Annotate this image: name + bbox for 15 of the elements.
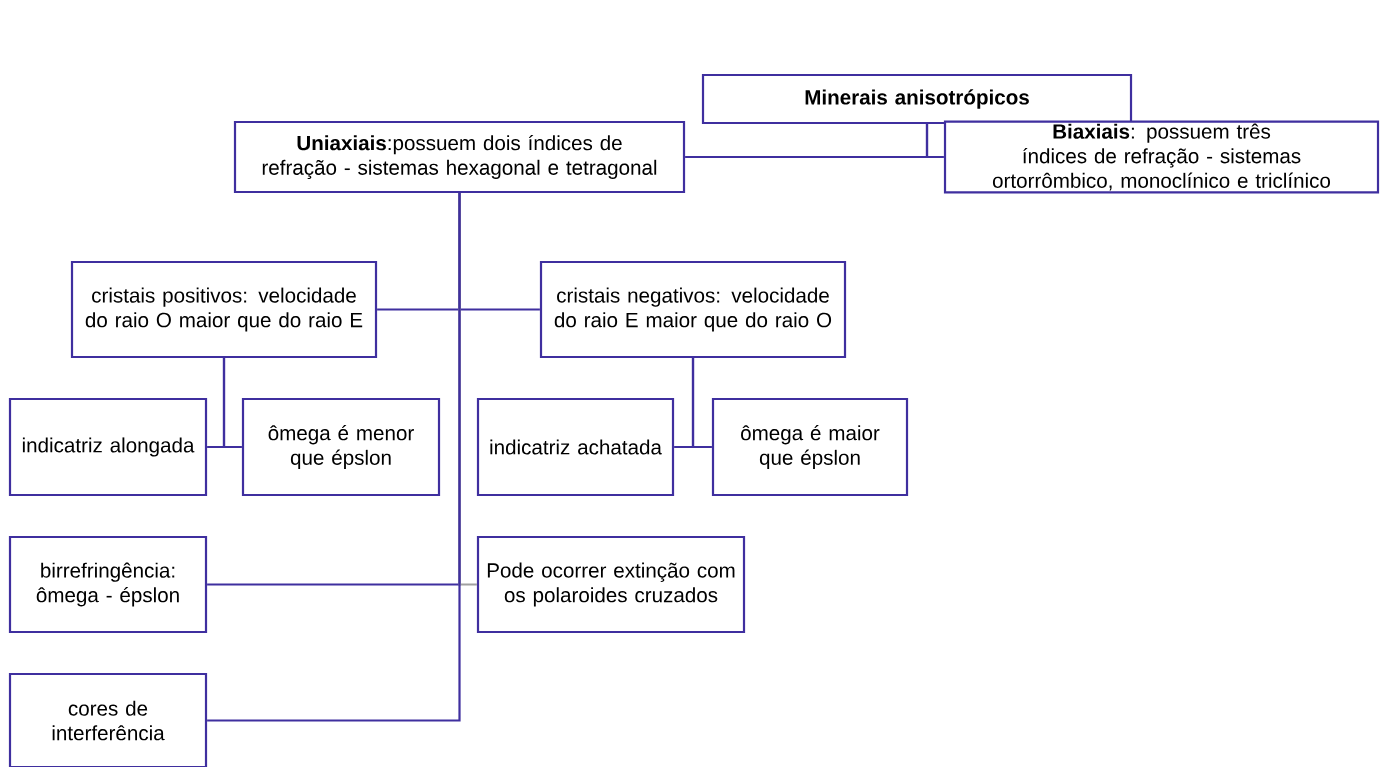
text-box: indicatriz achatada [476, 397, 675, 497]
text-box: indicatriz alongada [8, 397, 208, 497]
connector-line [691, 358, 712, 449]
text-box: Uniaxiais:possuem dois índices de refração - sistemas hexagonal e tetragonal [233, 120, 686, 194]
text-box: birrefringência: ômega - épslon [8, 535, 208, 634]
text-box: cristais negativos: velocidade do raio E maior que do raio O [539, 260, 847, 359]
text-box: Pode ocorrer extinção com os polaroides cruzados [476, 535, 746, 634]
text-box: ômega é menor que épslon [241, 397, 441, 497]
text-box: ômega é maior que épslon [711, 397, 909, 497]
connector-line [925, 124, 944, 159]
text-box: cores de interferência [8, 672, 208, 767]
text-box: cristais positivos: velocidade do raio O maior que do raio E [70, 260, 378, 359]
text-box: Biaxiais: possuem três índices de refração - sistemas ortorrômbico, monoclínico e triclínico [943, 120, 1380, 194]
connector-line [207, 193, 461, 722]
connector-line [222, 358, 242, 449]
